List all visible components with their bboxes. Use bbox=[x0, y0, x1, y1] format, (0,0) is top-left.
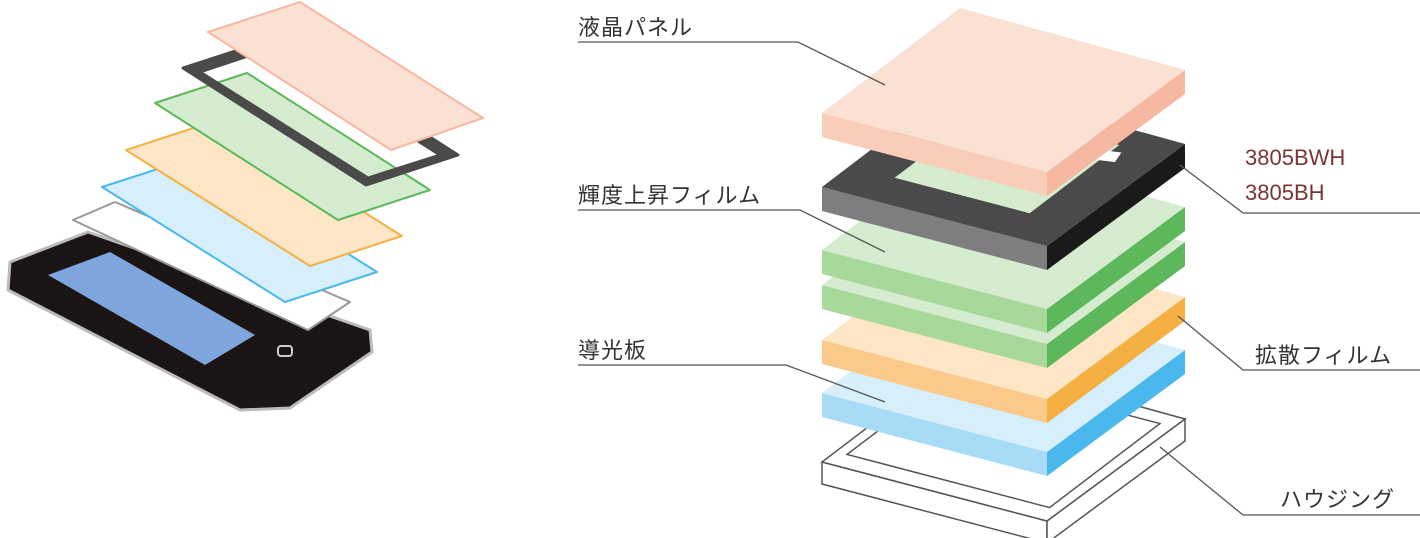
leader-lines bbox=[578, 41, 1420, 516]
sheet-pink bbox=[207, 1, 484, 151]
slab-brightness-2-front bbox=[822, 285, 1047, 368]
label-housing: ハウジング bbox=[1280, 488, 1396, 513]
slab-brightness-1-side bbox=[1047, 207, 1185, 333]
slab-frame-front bbox=[822, 187, 1047, 270]
product-code: 3805BH bbox=[1245, 180, 1325, 205]
slab-lcd-panel-side bbox=[1047, 70, 1185, 196]
phone-screen bbox=[48, 252, 255, 365]
label-lcd-panel: 液晶パネル bbox=[578, 16, 694, 41]
label-brightness-film: 輝度上昇フィルム bbox=[578, 184, 762, 209]
slab-diffusion-front bbox=[822, 340, 1047, 423]
leader-line-codes bbox=[1179, 164, 1420, 214]
home-button-icon bbox=[277, 345, 293, 357]
slab-diffusion-side bbox=[1047, 297, 1185, 423]
leader-line-lcd bbox=[578, 41, 886, 86]
leader-line-light-guide bbox=[578, 364, 886, 403]
slab-frame-side bbox=[1047, 144, 1185, 270]
label-diffusion-film: 拡散フィルム bbox=[1255, 344, 1393, 369]
leader-line-diffusion bbox=[1177, 315, 1420, 371]
slab-brightness-1-front bbox=[822, 250, 1047, 333]
slab-lcd-panel-top bbox=[822, 8, 1185, 172]
leader-line-housing bbox=[1159, 446, 1420, 516]
product-codes: 3805BWH 3805BH bbox=[1245, 140, 1345, 210]
slab-light-guide-front bbox=[822, 393, 1047, 476]
slab-lcd-panel-front bbox=[822, 113, 1047, 196]
leader-line-brightness bbox=[578, 209, 886, 253]
label-light-guide: 導光板 bbox=[578, 339, 648, 364]
product-code: 3805BWH bbox=[1245, 145, 1346, 170]
slab-brightness-2-side bbox=[1047, 242, 1185, 368]
phone-exploded-view bbox=[6, 1, 484, 412]
slab-light-guide-side bbox=[1047, 350, 1185, 476]
sheet-orange bbox=[125, 119, 403, 267]
layer-stack bbox=[820, 8, 1187, 538]
